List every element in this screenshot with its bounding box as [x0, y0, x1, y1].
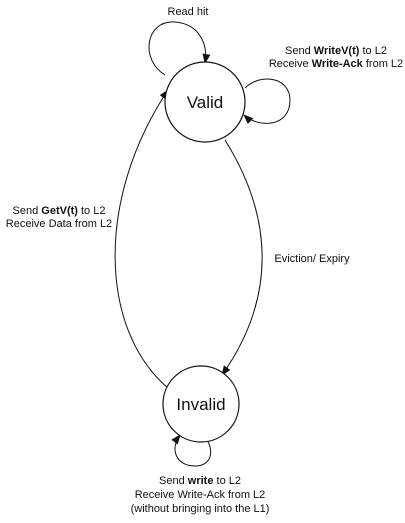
invalid-to-valid-arrow: [114, 89, 169, 389]
write-invalid-label-line1: Send write to L2: [159, 475, 241, 487]
getv-label-line1: Send GetV(t) to L2: [13, 205, 106, 217]
invalid-state-label: Invalid: [176, 395, 225, 414]
write-valid-label-line1: Send WriteV(t) to L2: [285, 45, 387, 57]
valid-state-label: Valid: [187, 93, 224, 112]
write-valid-loop-arrow: [243, 78, 291, 125]
write-valid-label-line2: Receive Write-Ack from L2: [269, 58, 403, 70]
valid-state: Valid: [164, 61, 246, 143]
getv-label-line2: Receive Data from L2: [6, 218, 112, 230]
read-hit-label: Read hit: [168, 6, 209, 18]
write-invalid-label-line2: Receive Write-Ack from L2: [135, 489, 266, 501]
read-hit-loop-arrow: [148, 21, 211, 76]
invalid-state: Invalid: [162, 365, 240, 443]
write-invalid-loop-arrow: [171, 434, 212, 467]
valid-to-invalid-arrow: [221, 139, 263, 376]
write-invalid-label-line3: (without bringing into the L1): [131, 503, 270, 515]
eviction-label: Eviction/ Expiry: [274, 253, 350, 265]
